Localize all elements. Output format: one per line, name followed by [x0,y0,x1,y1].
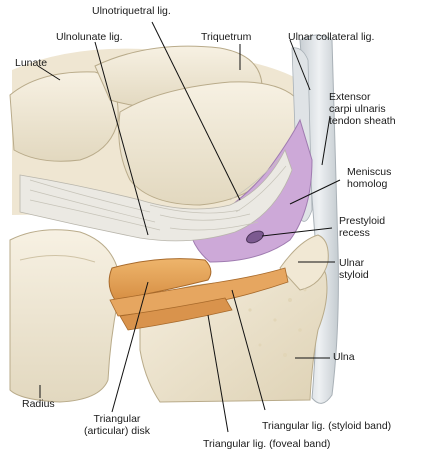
label-ulnar-styloid-line1: Ulnar [339,257,369,269]
label-meniscus-homolog: Meniscus homolog [347,166,391,190]
label-prestyloid-recess: Prestyloid recess [339,215,385,239]
label-ulnar-collateral-ligament: Ulnar collateral lig. [288,31,374,43]
label-ecu-tendon-sheath: Extensor carpi ulnaris tendon sheath [329,91,396,127]
label-prestyloid-line1: Prestyloid [339,215,385,227]
label-triangular-articular-disk: Triangular (articular) disk [72,413,162,437]
label-meniscus-line1: Meniscus [347,166,391,178]
label-meniscus-line2: homolog [347,178,391,190]
label-ulna: Ulna [333,351,355,363]
label-ecu-line3: tendon sheath [329,115,396,127]
label-ecu-line1: Extensor [329,91,396,103]
label-ecu-line2: carpi ulnaris [329,103,396,115]
label-lunate: Lunate [15,57,47,69]
label-radius: Radius [22,398,55,410]
lunate-bone [10,72,118,161]
label-triquetrum: Triquetrum [201,31,251,43]
label-ulnolunate-ligament: Ulnolunate lig. [56,31,123,43]
label-triangular-ligament-foveal-band: Triangular lig. (foveal band) [203,438,330,450]
label-ulnar-styloid: Ulnar styloid [339,257,369,281]
label-disk-line1: Triangular [72,413,162,425]
label-ulnar-styloid-line2: styloid [339,269,369,281]
label-prestyloid-line2: recess [339,227,385,239]
label-triangular-ligament-styloid-band: Triangular lig. (styloid band) [262,420,391,432]
label-disk-line2: (articular) disk [72,425,162,437]
label-ulnotriquetral-ligament: Ulnotriquetral lig. [92,5,171,17]
